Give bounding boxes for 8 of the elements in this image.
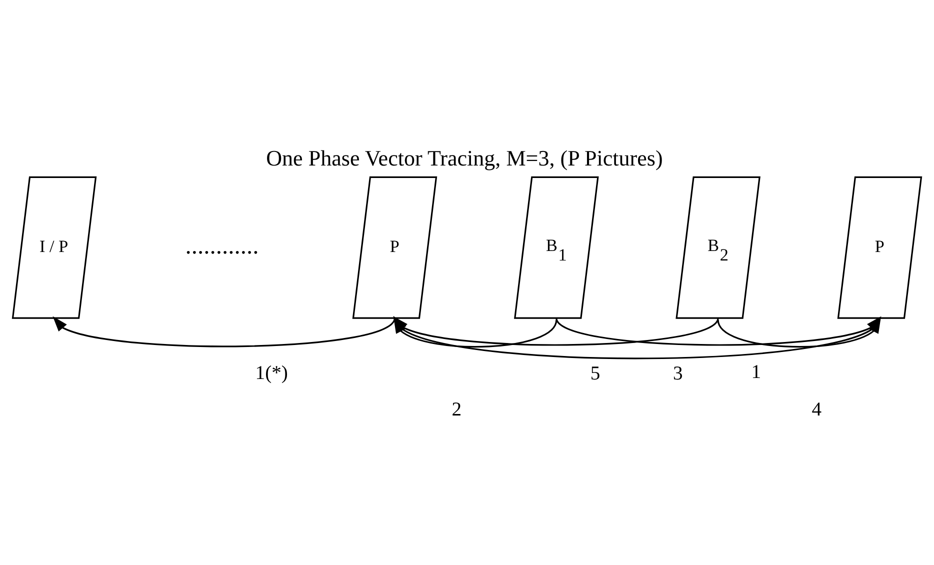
edge-label: 1: [751, 362, 762, 383]
label: ............: [185, 232, 259, 260]
diagram-title: One Phase Vector Tracing, M=3, (P Pictures): [266, 145, 663, 170]
edge-label: 3: [673, 364, 683, 385]
edge-label: 1(*): [255, 363, 288, 384]
edge-label: 5: [590, 364, 600, 385]
edge-label: 4: [812, 400, 822, 421]
edge-label: 2: [452, 400, 462, 421]
